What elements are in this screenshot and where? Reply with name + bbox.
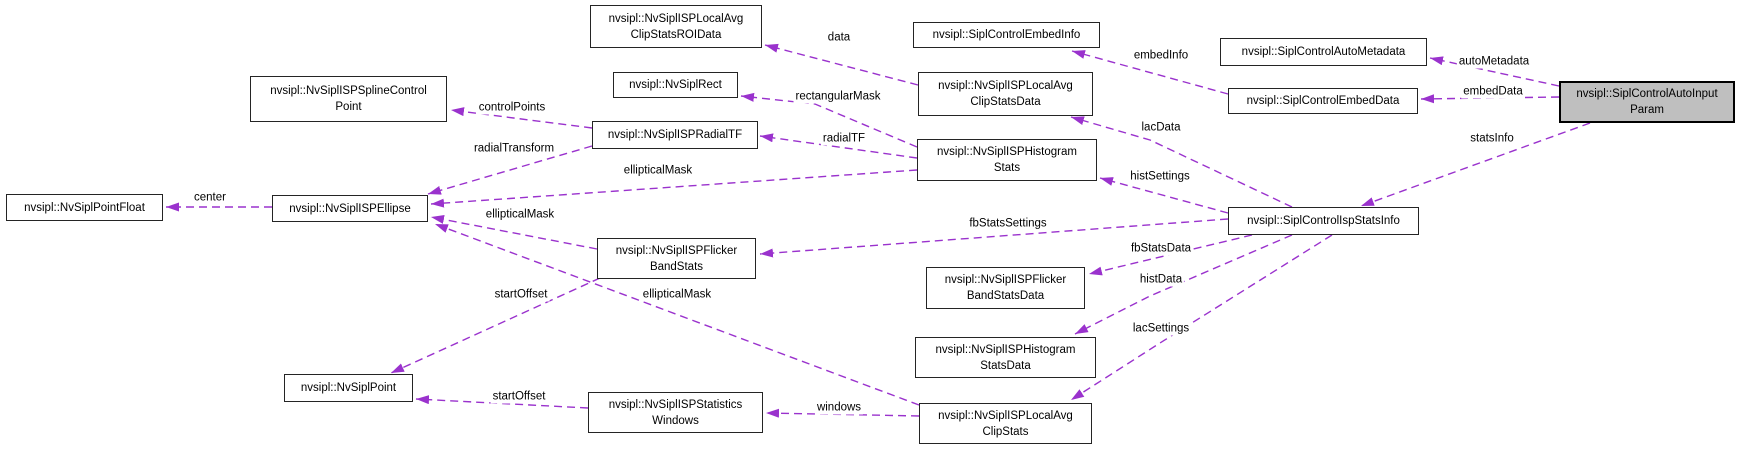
class-node-label-line: nvsipl::NvSiplISPFlicker xyxy=(944,274,1067,286)
class-node-sipl-control-embed-data[interactable]: nvsipl::SiplControlEmbedData xyxy=(1228,88,1418,114)
class-node-label-line: ClipStatsData xyxy=(970,96,1041,108)
edge-label-elliptical-mask-flicker: ellipticalMask xyxy=(483,208,557,222)
edge-label-auto-metadata: autoMetadata xyxy=(1456,55,1532,69)
class-node-label-line: nvsipl::NvSiplISPRadialTF xyxy=(607,129,743,141)
edge-start-offset-windows xyxy=(415,395,589,409)
class-node-label-line: nvsipl::NvSiplISPStatistics xyxy=(608,398,743,411)
edge-hist-settings xyxy=(1099,177,1229,214)
edge-label-control-points: controlPoints xyxy=(476,101,548,115)
class-node-label-line: nvsipl::SiplControlAutoMetadata xyxy=(1241,46,1406,58)
class-node-nv-sipl-isp-ellipse[interactable]: nvsipl::NvSiplISPEllipse xyxy=(272,195,428,222)
class-node-nv-sipl-point[interactable]: nvsipl::NvSiplPoint xyxy=(284,374,413,402)
edge-label-hist-data: histData xyxy=(1137,273,1185,287)
class-node-label-line: nvsipl::SiplControlEmbedData xyxy=(1246,95,1400,107)
edge-radial-tf-member xyxy=(759,133,918,159)
class-node-label-line: BandStats xyxy=(649,260,704,273)
edge-label-embed-info: embedInfo xyxy=(1131,49,1191,63)
edge-elliptical-mask-flicker xyxy=(430,215,598,250)
class-node-label-line: nvsipl::NvSiplISPSplineControl xyxy=(270,85,427,97)
class-node-label-line: nvsipl::NvSiplISPLocalAvg xyxy=(938,80,1073,92)
edge-label-windows: windows xyxy=(814,401,864,415)
class-node-label-line: nvsipl::SiplControlIspStatsInfo xyxy=(1247,215,1400,227)
edge-label-start-offset-windows: startOffset xyxy=(490,390,548,404)
class-node-label-line: nvsipl::SiplControlAutoInput xyxy=(1576,88,1718,100)
edge-rectangular-mask xyxy=(740,92,918,148)
class-node-label-line: Param xyxy=(1630,104,1664,116)
class-node-label-line: Stats xyxy=(993,162,1021,174)
edge-hist-data xyxy=(1074,234,1293,335)
class-node-radial-tf[interactable]: nvsipl::NvSiplISPRadialTF xyxy=(592,121,758,149)
edge-label-radial-transform: radialTransform xyxy=(471,142,557,156)
class-node-label-line: Windows xyxy=(652,414,699,427)
edge-label-start-offset-flicker: startOffset xyxy=(492,288,550,302)
edge-label-fb-stats-settings: fbStatsSettings xyxy=(967,217,1049,231)
class-node-sipl-control-isp-stats-info[interactable]: nvsipl::SiplControlIspStatsInfo xyxy=(1228,207,1419,235)
class-node-nv-sipl-point-float[interactable]: nvsipl::NvSiplPointFloat xyxy=(6,194,163,221)
class-node-label-line: nvsipl::NvSiplISPLocalAvg xyxy=(938,409,1073,422)
edge-label-radial-tf-member: radialTF xyxy=(820,132,868,146)
edge-label-fb-stats-data: fbStatsData xyxy=(1128,242,1194,256)
class-node-label-line: nvsipl::SiplControlEmbedInfo xyxy=(932,29,1081,41)
class-node-label-line: nvsipl::NvSiplPointFloat xyxy=(24,201,145,214)
edge-radial-transform xyxy=(427,145,593,195)
edge-elliptical-mask-lac xyxy=(434,223,920,406)
edge-label-lac-settings: lacSettings xyxy=(1130,322,1192,336)
class-node-label-line: nvsipl::NvSiplISPHistogram xyxy=(937,146,1077,158)
edge-label-hist-settings: histSettings xyxy=(1128,170,1192,184)
class-node-label-line: nvsipl::NvSiplPoint xyxy=(300,382,397,394)
class-node-label-line: Point xyxy=(335,101,362,113)
edge-stats-info xyxy=(1360,122,1591,207)
class-node-label-line: StatsData xyxy=(980,359,1031,372)
class-node-sipl-control-auto-metadata[interactable]: nvsipl::SiplControlAutoMetadata xyxy=(1220,38,1427,66)
class-node-label-line: ClipStats xyxy=(982,425,1029,438)
class-node-label-line: nvsipl::NvSiplRect xyxy=(629,79,722,91)
class-node-nv-sipl-rect[interactable]: nvsipl::NvSiplRect xyxy=(613,72,738,98)
edge-fb-stats-settings xyxy=(759,218,1229,258)
edge-data xyxy=(764,43,919,86)
class-node-label-line: ClipStatsROIData xyxy=(630,28,722,41)
edge-control-points xyxy=(450,107,593,129)
edge-label-rectangular-mask: rectangularMask xyxy=(793,90,883,104)
edge-label-center: center xyxy=(192,191,228,205)
class-node-sipl-control-embed-info[interactable]: nvsipl::SiplControlEmbedInfo xyxy=(913,22,1100,48)
edge-elliptical-mask-hist xyxy=(430,169,918,208)
edge-embed-info xyxy=(1071,50,1229,95)
edge-lac-settings xyxy=(1070,234,1333,401)
class-node-label-line: nvsipl::NvSiplISPFlicker xyxy=(615,244,738,257)
edge-lac-data xyxy=(1070,116,1293,208)
class-node-label-line: BandStatsData xyxy=(966,290,1045,302)
edge-label-data: data xyxy=(825,31,853,45)
edge-auto-metadata xyxy=(1429,56,1560,87)
edge-label-elliptical-mask-lac: ellipticalMask xyxy=(640,288,714,302)
class-node-label-line: nvsipl::NvSiplISPHistogram xyxy=(935,343,1076,356)
edge-label-elliptical-mask-hist: ellipticalMask xyxy=(621,164,695,178)
edge-label-stats-info: statsInfo xyxy=(1468,132,1516,146)
edge-label-lac-data: lacData xyxy=(1139,121,1183,135)
edge-label-embed-data: embedData xyxy=(1461,85,1525,99)
class-node-label-line: nvsipl::NvSiplISPEllipse xyxy=(289,202,411,215)
class-node-label-line: nvsipl::NvSiplISPLocalAvg xyxy=(608,12,744,25)
